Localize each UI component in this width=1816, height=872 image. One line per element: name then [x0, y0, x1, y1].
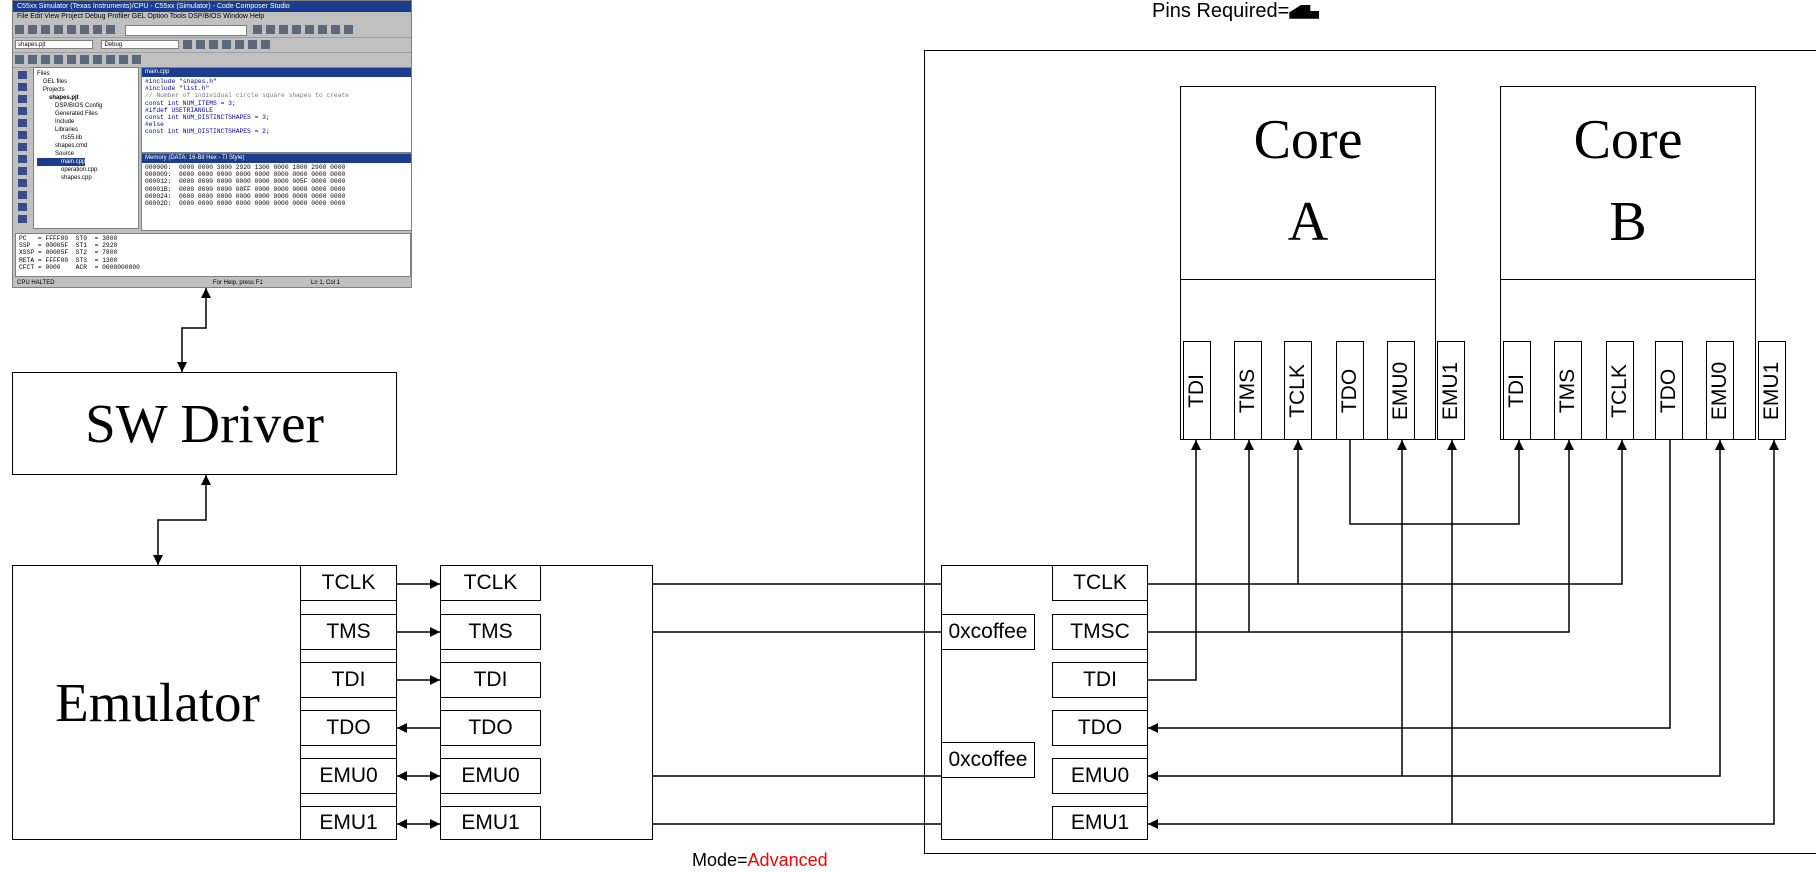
target-pin-tclk: TCLK: [1052, 565, 1148, 601]
core-a-pin-tclk: TCLK: [1284, 341, 1312, 440]
emulator-pin-tdo: TDO: [300, 710, 397, 746]
ide-memory-dump: 000000: 0000 0000 3800 2920 1300 0000 18…: [142, 163, 412, 208]
core-b-pin-emu1: EMU1: [1758, 341, 1786, 440]
emulator-label: Emulator: [55, 671, 260, 734]
core-b-pin-emu0: EMU0: [1706, 341, 1734, 440]
emulator-box: Emulator: [12, 565, 302, 840]
ide-title-bar: C55xx Simulator (Texas Instruments)/CPU …: [13, 1, 411, 12]
ide-memory-window: Memory (DATA: 16-Bit Hex - TI Style) 000…: [141, 153, 412, 231]
ide-editor-title: main.cpp: [142, 68, 412, 77]
pod-pin-tclk: TCLK: [440, 565, 541, 601]
ide-command-box: [125, 25, 247, 36]
core-b-pin-tdi: TDI: [1503, 341, 1531, 440]
ide-status-mid: For Help, press F1: [213, 278, 263, 288]
ide-driver-link: [182, 288, 206, 372]
emulator-pin-tms: TMS: [300, 614, 397, 650]
ide-status-bar: CPU HALTED For Help, press F1 Ln 1, Col …: [13, 278, 411, 288]
core-a-title: Core: [1180, 108, 1436, 172]
core-a-pin-emu1: EMU1: [1437, 341, 1465, 440]
pod-pin-emu1: EMU1: [440, 806, 541, 840]
target-adapter-box: [941, 565, 1148, 840]
core-a-pin-emu0: EMU0: [1387, 341, 1415, 440]
target-pin-tmsc: TMSC: [1052, 614, 1148, 650]
target-pin-tdo: TDO: [1052, 710, 1148, 746]
ide-menu-bar: File Edit View Project Debug Profiler GE…: [13, 12, 411, 22]
pins-required-label: Pins Required=: [1152, 0, 1319, 23]
pod-pin-tdi: TDI: [440, 662, 541, 698]
ide-status-right: Ln 1, Col 1: [311, 278, 340, 288]
mode-label-text: Mode=: [692, 850, 748, 870]
core-b-letter: B: [1500, 190, 1756, 254]
sw-driver-box: SW Driver: [12, 372, 397, 475]
core-a-letter: A: [1180, 190, 1436, 254]
pins-required-text: Pins Required=: [1152, 0, 1289, 22]
core-b-pin-tms: TMS: [1554, 341, 1582, 440]
core-b-title: Core: [1500, 108, 1756, 172]
ide-status-left: CPU HALTED: [17, 280, 55, 286]
ide-screenshot: C55xx Simulator (Texas Instruments)/CPU …: [12, 0, 412, 288]
emulator-pin-tclk: TCLK: [300, 565, 397, 601]
tmsc-constant: 0xcoffee: [941, 614, 1035, 650]
core-a-pin-tdi: TDI: [1183, 341, 1211, 440]
ide-editor-window: main.cpp #include "shapes.h"#include "li…: [141, 67, 412, 153]
ide-config-combo: Debug: [101, 40, 179, 49]
target-pin-emu0: EMU0: [1052, 758, 1148, 794]
pod-pin-tms: TMS: [440, 614, 541, 650]
ide-editor-code: #include "shapes.h"#include "list.h"// N…: [142, 77, 412, 137]
pod-pin-emu0: EMU0: [440, 758, 541, 794]
ide-side-toolbar: [15, 67, 31, 229]
pod-pin-tdo: TDO: [440, 710, 541, 746]
emulator-pin-tdi: TDI: [300, 662, 397, 698]
core-b-pin-tdo: TDO: [1655, 341, 1683, 440]
ide-toolbar-2: shapes.pjt Debug: [13, 38, 411, 53]
mode-label: Mode=Advanced: [692, 850, 828, 871]
ide-toolbar-1: [13, 23, 411, 38]
sw-driver-label: SW Driver: [85, 392, 324, 455]
core-b-pin-tclk: TCLK: [1606, 341, 1634, 440]
emulator-pin-column: [300, 565, 397, 840]
emulator-pin-emu1: EMU1: [300, 806, 397, 840]
ide-memory-title: Memory (DATA: 16-Bit Hex - TI Style): [142, 154, 412, 163]
target-pin-emu1: EMU1: [1052, 806, 1148, 840]
ide-project-tree: Files GEL files Projects shapes.pjt DSP/…: [33, 67, 139, 229]
ide-toolbar-3: [13, 53, 411, 68]
ide-project-combo: shapes.pjt: [15, 40, 93, 49]
driver-emulator-link: [158, 475, 206, 565]
core-a-pin-tdo: TDO: [1336, 341, 1364, 440]
mode-value: Advanced: [748, 850, 828, 870]
core-a-pin-tms: TMS: [1234, 341, 1262, 440]
emulator-pin-emu0: EMU0: [300, 758, 397, 794]
emu0-constant: 0xcoffee: [941, 742, 1035, 778]
target-pin-tdi: TDI: [1052, 662, 1148, 698]
pins-count-glyph: [1289, 5, 1319, 19]
pod-box: [440, 565, 653, 840]
